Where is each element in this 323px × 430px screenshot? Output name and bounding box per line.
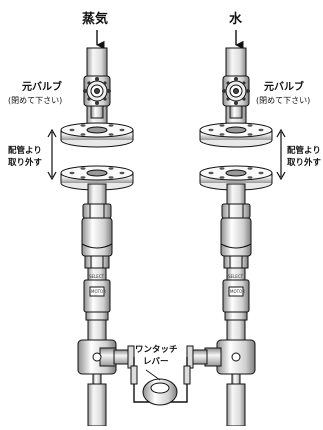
steam-label: 蒸気 [82, 12, 109, 27]
water-main-valve[interactable] [222, 75, 250, 119]
steam-main-valve-note: (閉めて下さい) [8, 96, 63, 105]
water-strainer-tag: SELECT [228, 274, 244, 279]
water-strainer [220, 217, 252, 257]
steam-main-valve-label: 元バルブ [22, 82, 62, 93]
water-label: 水 [229, 12, 243, 27]
steam-union-nut [82, 203, 112, 219]
steam-remove-label-1: 配管より [8, 146, 42, 156]
water-lower-flange [199, 165, 273, 191]
steam-actuator-plate: MOTOR [91, 289, 106, 294]
steam-main-valve[interactable] [83, 75, 111, 119]
water-main-valve-note: (閉めて下さい) [256, 96, 311, 105]
water-union-nut [221, 203, 251, 219]
one-touch-lever[interactable] [130, 357, 191, 406]
steam-remove-arrow [47, 128, 57, 181]
water-ball-valve[interactable] [186, 339, 256, 385]
water-remove-label-2: 取り外す [287, 158, 322, 168]
steam-upper-flange [60, 122, 134, 148]
water-line-assembly [186, 30, 286, 427]
steam-ball-valve[interactable] [77, 339, 135, 385]
water-actuator-plate: MOTOR [230, 289, 245, 294]
steam-lower-flange [60, 165, 134, 191]
one-touch-lever-label-2: レバー [143, 357, 169, 367]
water-remove-arrow [276, 128, 286, 181]
water-main-valve-label: 元バルブ [264, 82, 304, 93]
steam-strainer-tag: SELECT [89, 274, 105, 279]
steam-remove-label-2: 取り外す [8, 158, 43, 168]
one-touch-lever-label-1: ワンタッチ [135, 345, 178, 355]
water-remove-label-1: 配管より [287, 146, 321, 156]
water-upper-flange [199, 122, 273, 148]
steam-strainer [81, 217, 113, 257]
steam-line-assembly [47, 30, 135, 427]
